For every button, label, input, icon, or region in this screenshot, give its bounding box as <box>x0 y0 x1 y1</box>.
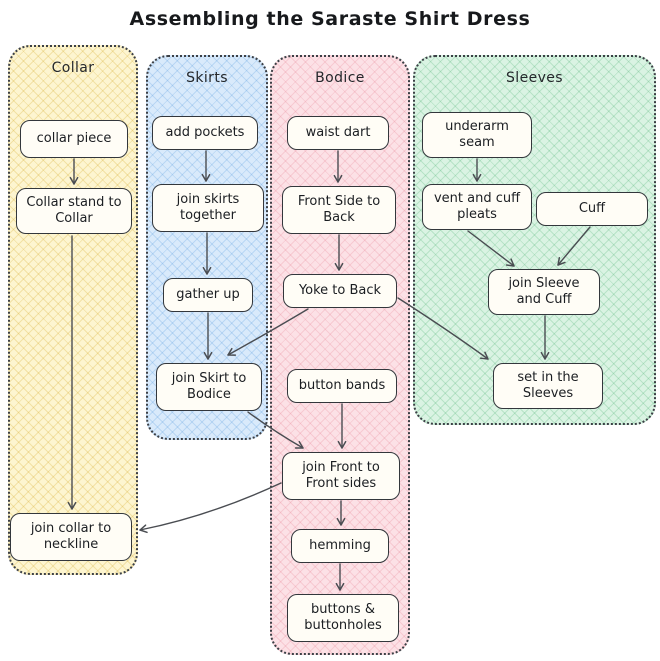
node-join-sleeve-cuff: join Sleeve and Cuff <box>488 269 600 315</box>
node-join-skirts: join skirts together <box>152 184 264 232</box>
node-yoke-back: Yoke to Back <box>283 274 397 308</box>
node-join-skirt-bodice: join Skirt to Bodice <box>156 363 262 411</box>
node-hemming: hemming <box>291 529 389 563</box>
node-underarm-seam: underarm seam <box>422 112 532 158</box>
node-add-pockets: add pockets <box>152 116 258 150</box>
node-button-bands: button bands <box>287 369 397 403</box>
node-collar-piece: collar piece <box>20 120 128 158</box>
diagram-title: Assembling the Saraste Shirt Dress <box>129 8 531 30</box>
node-set-in-sleeves: set in the Sleeves <box>493 363 603 409</box>
node-gather-up: gather up <box>163 278 253 312</box>
node-cuff: Cuff <box>536 192 648 226</box>
node-join-collar: join collar to neckline <box>10 513 132 561</box>
node-front-side-back: Front Side to Back <box>282 186 396 234</box>
node-join-front: join Front to Front sides <box>282 452 400 500</box>
node-waist-dart: waist dart <box>287 116 389 150</box>
lane-bodice-label: Bodice <box>315 70 365 86</box>
edge-join-front-to-join-collar <box>139 482 282 534</box>
node-buttons: buttons & buttonholes <box>287 594 399 642</box>
lane-sleeves-label: Sleeves <box>506 70 563 86</box>
lane-collar-label: Collar <box>51 60 95 76</box>
node-vent-pleats: vent and cuff pleats <box>422 184 532 230</box>
lane-skirts-label: Skirts <box>186 70 228 86</box>
node-collar-stand: Collar stand to Collar <box>16 188 132 234</box>
